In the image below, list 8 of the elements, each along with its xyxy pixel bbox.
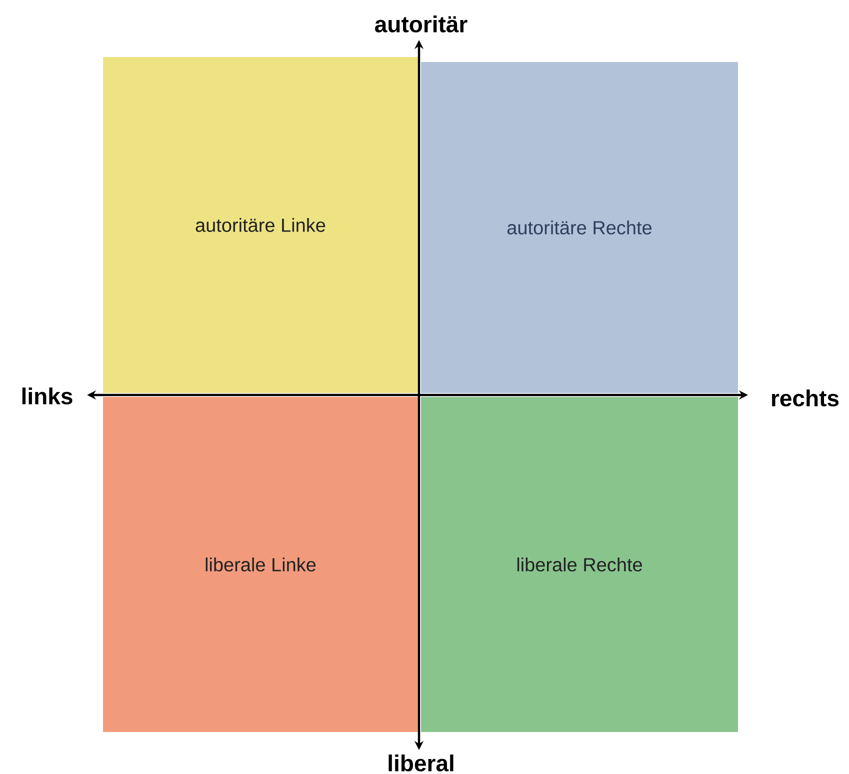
quadrant-box: autoritäre Linke [103, 57, 418, 393]
quadrant-box: liberale Rechte [421, 396, 738, 732]
axis-label: autoritär [375, 16, 468, 32]
axis-label: rechts [772, 390, 839, 406]
axis-label: links [22, 388, 72, 404]
quadrant-box: autoritäre Rechte [421, 62, 738, 393]
quadrant-box: liberale Linke [103, 396, 418, 732]
axis-label: liberal [388, 754, 454, 772]
